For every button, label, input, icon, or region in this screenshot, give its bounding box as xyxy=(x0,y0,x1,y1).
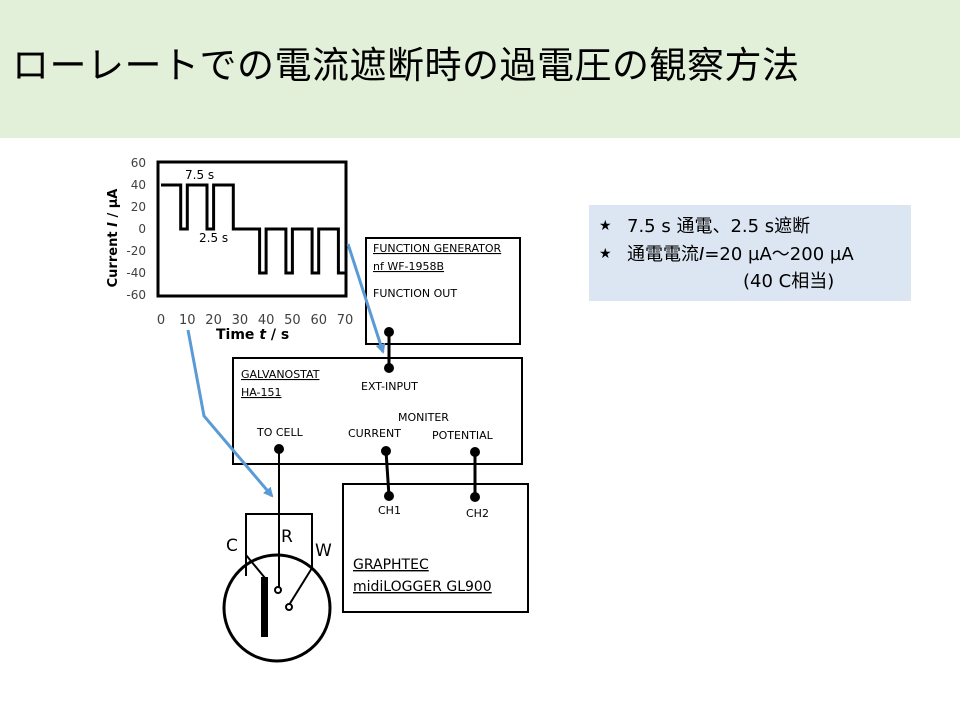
x-tick-label: 20 xyxy=(205,313,222,328)
function-generator: FUNCTION GENERATOR nf WF-1958B FUNCTION … xyxy=(365,237,521,345)
conditions-note-box: ★ 7.5 s 通電、2.5 s遮断 ★ 通電電流I=20 µA～200 µA (4… xyxy=(589,205,911,301)
function-out-label: FUNCTION OUT xyxy=(373,287,457,300)
y-tick-label: 60 xyxy=(131,156,146,170)
x-tick-label: 30 xyxy=(232,313,249,328)
off-duration-annotation: 2.5 s xyxy=(199,231,228,245)
counter-electrode xyxy=(261,577,268,637)
y-tick-label: -40 xyxy=(126,266,146,280)
x-tick-label: 10 xyxy=(179,313,196,328)
y-axis-label: Current I / µA xyxy=(106,189,121,288)
function-generator-name: FUNCTION GENERATOR xyxy=(373,242,502,255)
wiring xyxy=(245,332,477,606)
note-text-1: 7.5 s 通電、2.5 s遮断 xyxy=(627,216,811,237)
x-tick-label: 40 xyxy=(258,313,275,328)
x-tick-label: 60 xyxy=(310,313,327,328)
ext-input-label: EXT-INPUT xyxy=(361,380,418,393)
y-tick-label: 20 xyxy=(131,200,146,214)
y-tick-label: 0 xyxy=(138,222,146,236)
current-waveform-line xyxy=(161,183,345,275)
note-line-2: ★ 通電電流I=20 µA～200 µA xyxy=(599,243,854,266)
cell-body xyxy=(222,553,332,663)
data-logger: CH1 CH2 GRAPHTEC midiLOGGER GL900 xyxy=(342,483,529,613)
electrochemical-cell: C R W xyxy=(222,527,332,663)
galvanostat-name: GALVANOSTAT xyxy=(241,368,320,381)
data-logger-model: midiLOGGER GL900 xyxy=(353,579,492,595)
y-tick-label: 40 xyxy=(131,178,146,192)
ch2-label: CH2 xyxy=(466,507,489,520)
galvanostat-model: HA-151 xyxy=(241,386,282,399)
function-generator-box xyxy=(365,237,521,345)
working-electrode-label: W xyxy=(315,541,332,561)
galvanostat: GALVANOSTAT HA-151 EXT-INPUT TO CELL MON… xyxy=(232,357,523,465)
cell-lead-wires xyxy=(245,513,313,576)
x-tick-label: 50 xyxy=(284,313,301,328)
ch1-label: CH1 xyxy=(378,504,401,517)
current-waveform-chart: 60 40 20 0 -20 -40 -60 0 10 20 30 40 50 60 70 7.5 s 2… xyxy=(106,156,353,343)
note-line-3: (40 C相当) xyxy=(743,271,834,293)
data-logger-box xyxy=(342,483,529,613)
moniter-label: MONITER xyxy=(398,411,449,424)
signal-to-ext-input-arrow xyxy=(346,243,386,354)
potential-output-label: POTENTIAL xyxy=(432,429,494,442)
title-band xyxy=(0,0,960,138)
y-tick-labels: 60 40 20 0 -20 -40 -60 xyxy=(126,156,146,302)
x-tick-label: 0 xyxy=(157,313,165,328)
y-tick-label: -60 xyxy=(126,288,146,302)
to-cell-label: TO CELL xyxy=(256,426,304,439)
reference-electrode-label: R xyxy=(281,527,293,547)
x-axis-label: Time t / s xyxy=(216,327,289,343)
working-electrode xyxy=(285,603,293,611)
x-tick-label: 70 xyxy=(337,313,354,328)
y-tick-label: -20 xyxy=(126,244,146,258)
function-generator-model: nf WF-1958B xyxy=(373,260,444,273)
working-electrode-lead xyxy=(288,567,313,606)
counter-electrode-lead xyxy=(245,554,266,579)
counter-electrode-label: C xyxy=(226,536,238,556)
note-line-1: ★ 7.5 s 通電、2.5 s遮断 xyxy=(599,215,810,238)
star-bullet-icon: ★ xyxy=(599,246,612,262)
current-output-label: CURRENT xyxy=(348,427,401,440)
note-text-2-var: I xyxy=(699,244,705,265)
current-to-ch1-wire xyxy=(384,450,391,497)
data-logger-brand: GRAPHTEC xyxy=(353,557,429,573)
x-tick-labels: 0 10 20 30 40 50 60 70 xyxy=(157,313,353,328)
note-text-2-suffix: =20 µA～200 µA xyxy=(704,244,854,265)
slide-title: ローレートでの電流遮断時の過電圧の観察方法 xyxy=(12,44,800,87)
note-text-3: (40 C相当) xyxy=(743,271,835,292)
reference-electrode xyxy=(274,586,282,594)
star-bullet-icon: ★ xyxy=(599,218,612,234)
current-to-cell-arrow xyxy=(186,329,274,498)
on-duration-annotation: 7.5 s xyxy=(185,168,214,182)
note-text-2-prefix: 通電電流 xyxy=(627,244,699,265)
